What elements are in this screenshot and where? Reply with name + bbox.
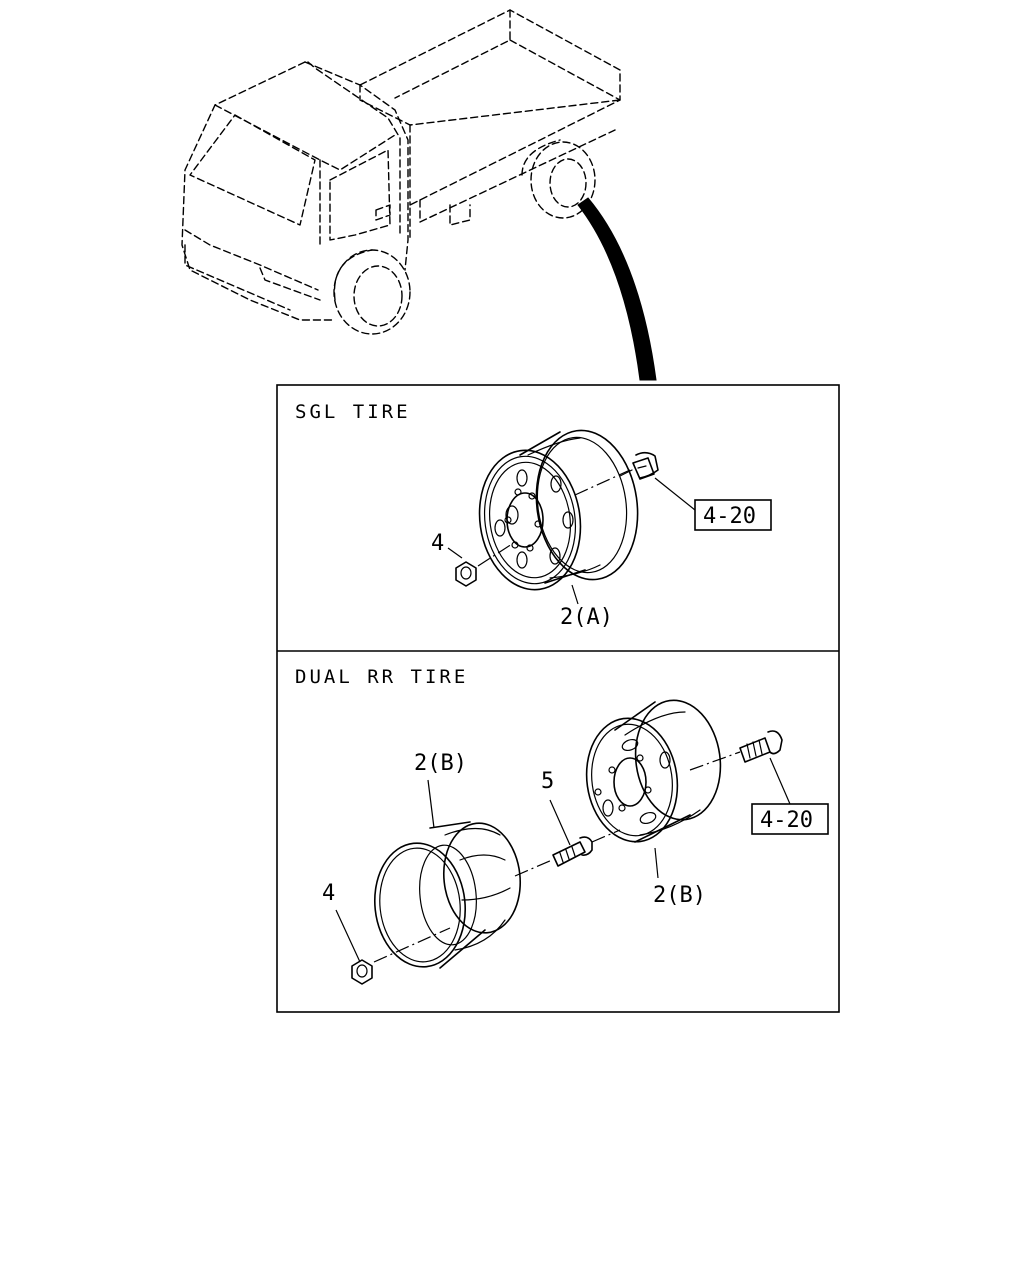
callout-sgl-nut: 4 (431, 531, 444, 556)
ref-box-sgl (694, 499, 772, 531)
callout-dual-stud: 5 (541, 769, 554, 794)
dual-tire-section: DUAL RR TIRE (295, 666, 829, 985)
section-title-dual: DUAL RR TIRE (295, 666, 468, 688)
stud-bolt-sgl (619, 451, 659, 480)
callout-sgl-wheel: 2(A) (560, 605, 613, 630)
ref-label-dual: 4-20 (760, 808, 813, 833)
sgl-tire-section: SGL TIRE (295, 401, 772, 630)
wheel-2a (478, 429, 639, 591)
callout-dual-nut: 4 (322, 881, 335, 906)
nut-sgl (455, 561, 477, 587)
wheel-2b-inner (585, 699, 722, 843)
callout-dual-outer-wheel: 2(B) (414, 751, 467, 776)
stud-5 (552, 836, 593, 867)
truck-illustration (181, 9, 657, 381)
ref-box-dual (751, 803, 829, 835)
nut-dual (351, 959, 373, 985)
wheel-2b-outer (373, 821, 522, 969)
callout-dual-inner-wheel: 2(B) (653, 883, 706, 908)
stud-bolt-dual (739, 730, 783, 763)
detail-frame (276, 384, 840, 1013)
ref-label-sgl: 4-20 (703, 504, 756, 529)
section-title-sgl: SGL TIRE (295, 401, 411, 423)
